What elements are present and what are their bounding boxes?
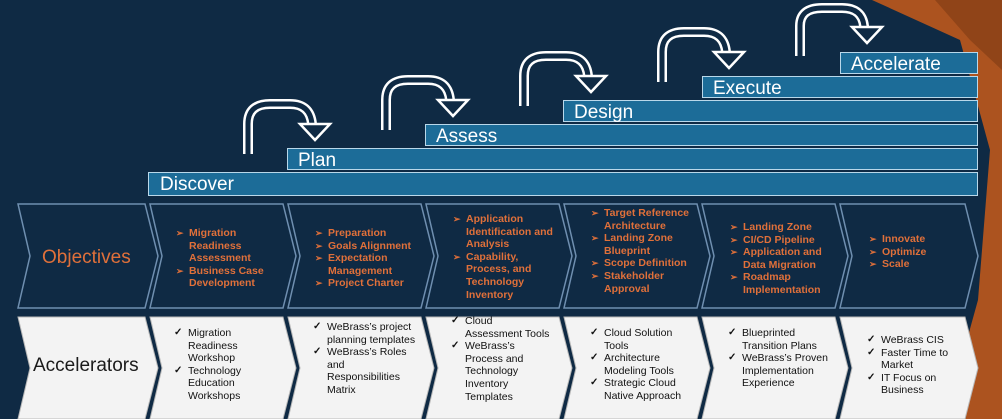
accelerator-cell-1: Migration Readiness Workshop Technology …: [174, 327, 274, 417]
objective-item: Migration Readiness Assessment: [176, 227, 276, 265]
objective-item: Stakeholder Approval: [591, 270, 696, 295]
objective-cell-5: Landing Zone CI/CD Pipeline Application …: [730, 221, 830, 297]
curved-arrow-icon: [795, 3, 885, 56]
objective-cell-2: Preparation Goals Alignment Expectation …: [315, 227, 420, 290]
objective-cell-1: Migration Readiness Assessment Business …: [176, 227, 276, 290]
objectives-header-chevron: [17, 203, 159, 309]
accelerator-item: WeBrass’s Roles and Responsibilities Mat…: [313, 346, 418, 396]
accelerator-item: WeBrass’s Process and Technology Invento…: [451, 340, 551, 403]
objective-item: CI/CD Pipeline: [730, 234, 830, 247]
step-label-assess: Assess: [436, 126, 498, 147]
step-label-accelerate: Accelerate: [851, 54, 941, 75]
accelerator-item: Strategic Cloud Native Approach: [590, 377, 695, 402]
curved-arrow-icon: [381, 75, 471, 130]
accelerator-item: WeBrass’s Proven Implementation Experien…: [728, 352, 828, 390]
step-bar-accelerate: [840, 52, 978, 74]
objective-item: Innovate: [869, 233, 959, 246]
step-label-execute: Execute: [713, 78, 782, 99]
step-bar-design: [563, 100, 978, 122]
accelerator-item: WeBrass CIS: [867, 334, 962, 347]
objective-item: Goals Alignment: [315, 240, 420, 253]
objective-item: Landing Zone: [730, 221, 830, 234]
accelerator-item: Migration Readiness Workshop: [174, 327, 274, 365]
accelerator-item: Architecture Modeling Tools: [590, 352, 695, 377]
accelerators-label: Accelerators: [33, 355, 139, 376]
objective-item: Capability, Process, and Technology Inve…: [453, 251, 553, 301]
objective-item: Scope Definition: [591, 257, 696, 270]
objective-item: Roadmap Implementation: [730, 271, 830, 296]
accelerator-cell-3: Cloud Assessment Tools WeBrass’s Process…: [451, 315, 551, 416]
objective-item: Application and Data Migration: [730, 246, 830, 271]
objective-item: Scale: [869, 258, 959, 271]
objective-item: Business Case Development: [176, 265, 276, 290]
step-label-design: Design: [574, 102, 634, 123]
accelerator-cell-2: WeBrass’s project planning templates WeB…: [313, 321, 418, 417]
accelerator-item: IT Focus on Business: [867, 372, 962, 397]
accelerator-item: Cloud Assessment Tools: [451, 315, 551, 340]
objectives-label: Objectives: [42, 247, 131, 268]
curved-arrow-icon: [243, 99, 333, 154]
accelerator-cell-4: Cloud Solution Tools Architecture Modeli…: [590, 327, 695, 417]
accelerator-item: Faster Time to Market: [867, 347, 962, 372]
step-bar-assess: [425, 124, 978, 146]
accelerators-header-chevron: [17, 316, 159, 419]
step-bar-plan: [287, 148, 978, 170]
objective-item: Expectation Management: [315, 252, 420, 277]
objective-cell-6: Innovate Optimize Scale: [869, 233, 959, 271]
step-label-plan: Plan: [298, 150, 337, 171]
objective-cell-4: Target Reference Architecture Landing Zo…: [591, 207, 696, 295]
accelerator-item: Technology Education Workshops: [174, 365, 274, 403]
accelerator-item: Blueprinted Transition Plans: [728, 327, 828, 352]
objective-item: Project Charter: [315, 277, 420, 290]
accelerator-cell-6: WeBrass CIS Faster Time to Market IT Foc…: [867, 334, 962, 416]
step-label-discover: Discover: [160, 174, 234, 195]
curved-arrow-icon: [657, 27, 747, 82]
curved-arrow-icon: [519, 51, 609, 106]
step-bar-filler: [148, 172, 978, 196]
objective-cell-3: Application Identification and Analysis …: [453, 213, 553, 301]
accelerator-item: Cloud Solution Tools: [590, 327, 695, 352]
accelerator-cell-5: Blueprinted Transition Plans WeBrass’s P…: [728, 327, 828, 417]
objective-item: Target Reference Architecture: [591, 207, 696, 232]
objective-item: Preparation: [315, 227, 420, 240]
objective-item: Optimize: [869, 246, 959, 259]
objective-item: Landing Zone Blueprint: [591, 232, 696, 257]
accelerator-item: WeBrass’s project planning templates: [313, 321, 418, 346]
objective-item: Application Identification and Analysis: [453, 213, 553, 251]
step-bar-execute: [702, 76, 978, 98]
